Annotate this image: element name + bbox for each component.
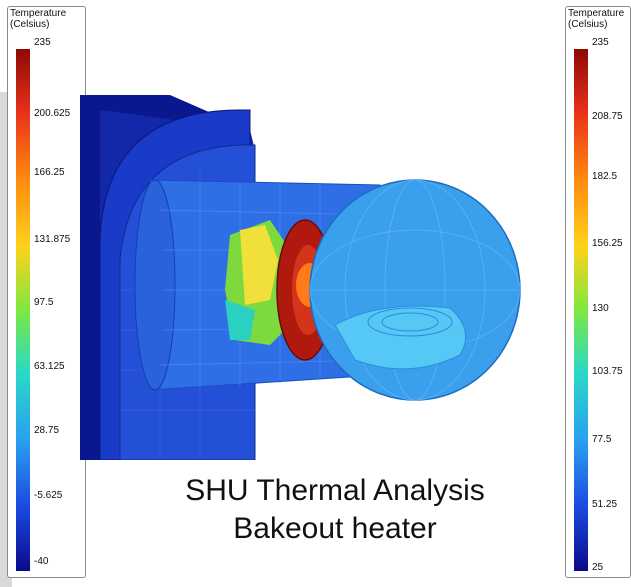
cool-zone [225, 300, 255, 340]
caption-line-1: SHU Thermal Analysis [185, 474, 485, 507]
legend-tick: 235 [592, 37, 609, 48]
legend-tick: 51.25 [592, 499, 618, 510]
legend-tick: -40 [34, 556, 49, 567]
legend-tick: 166.25 [34, 167, 65, 178]
color-scale-bar [16, 49, 30, 571]
caption-line-2: Bakeout heater [233, 512, 437, 545]
legend-tick: 97.5 [34, 297, 54, 308]
legend-tick: 182.5 [592, 171, 618, 182]
legend-tick: 235 [34, 37, 51, 48]
legend-title: Temperature (Celsius) [10, 8, 67, 30]
temperature-legend-right: Temperature (Celsius) 235 208.75 182.5 1… [565, 6, 631, 578]
legend-tick: 103.75 [592, 366, 623, 377]
cylinder-rim [134, 179, 176, 391]
legend-tick: 156.25 [592, 238, 623, 249]
legend-tick: 130 [592, 303, 609, 314]
legend-tick: 200.625 [34, 108, 71, 119]
temperature-legend-left: Temperature (Celsius) 235 200.625 166.25… [7, 6, 86, 578]
legend-tick: 28.75 [34, 425, 60, 436]
legend-tick: 77.5 [592, 434, 612, 445]
warm-zone-yellow [240, 225, 278, 305]
legend-title: Temperature (Celsius) [568, 8, 625, 30]
bulb-inner-ring-small [381, 312, 439, 332]
bulb-inner-rings [367, 307, 453, 337]
legend-tick: -5.625 [34, 490, 63, 501]
legend-tick: 208.75 [592, 111, 623, 122]
thermal-model-render [80, 95, 521, 460]
slide-caption: SHU Thermal Analysis Bakeout heater [100, 472, 570, 548]
legend-tick: 63.125 [34, 361, 65, 372]
legend-tick: 25 [592, 562, 604, 573]
legend-tick: 131.875 [34, 234, 71, 245]
color-scale-bar [574, 49, 588, 571]
